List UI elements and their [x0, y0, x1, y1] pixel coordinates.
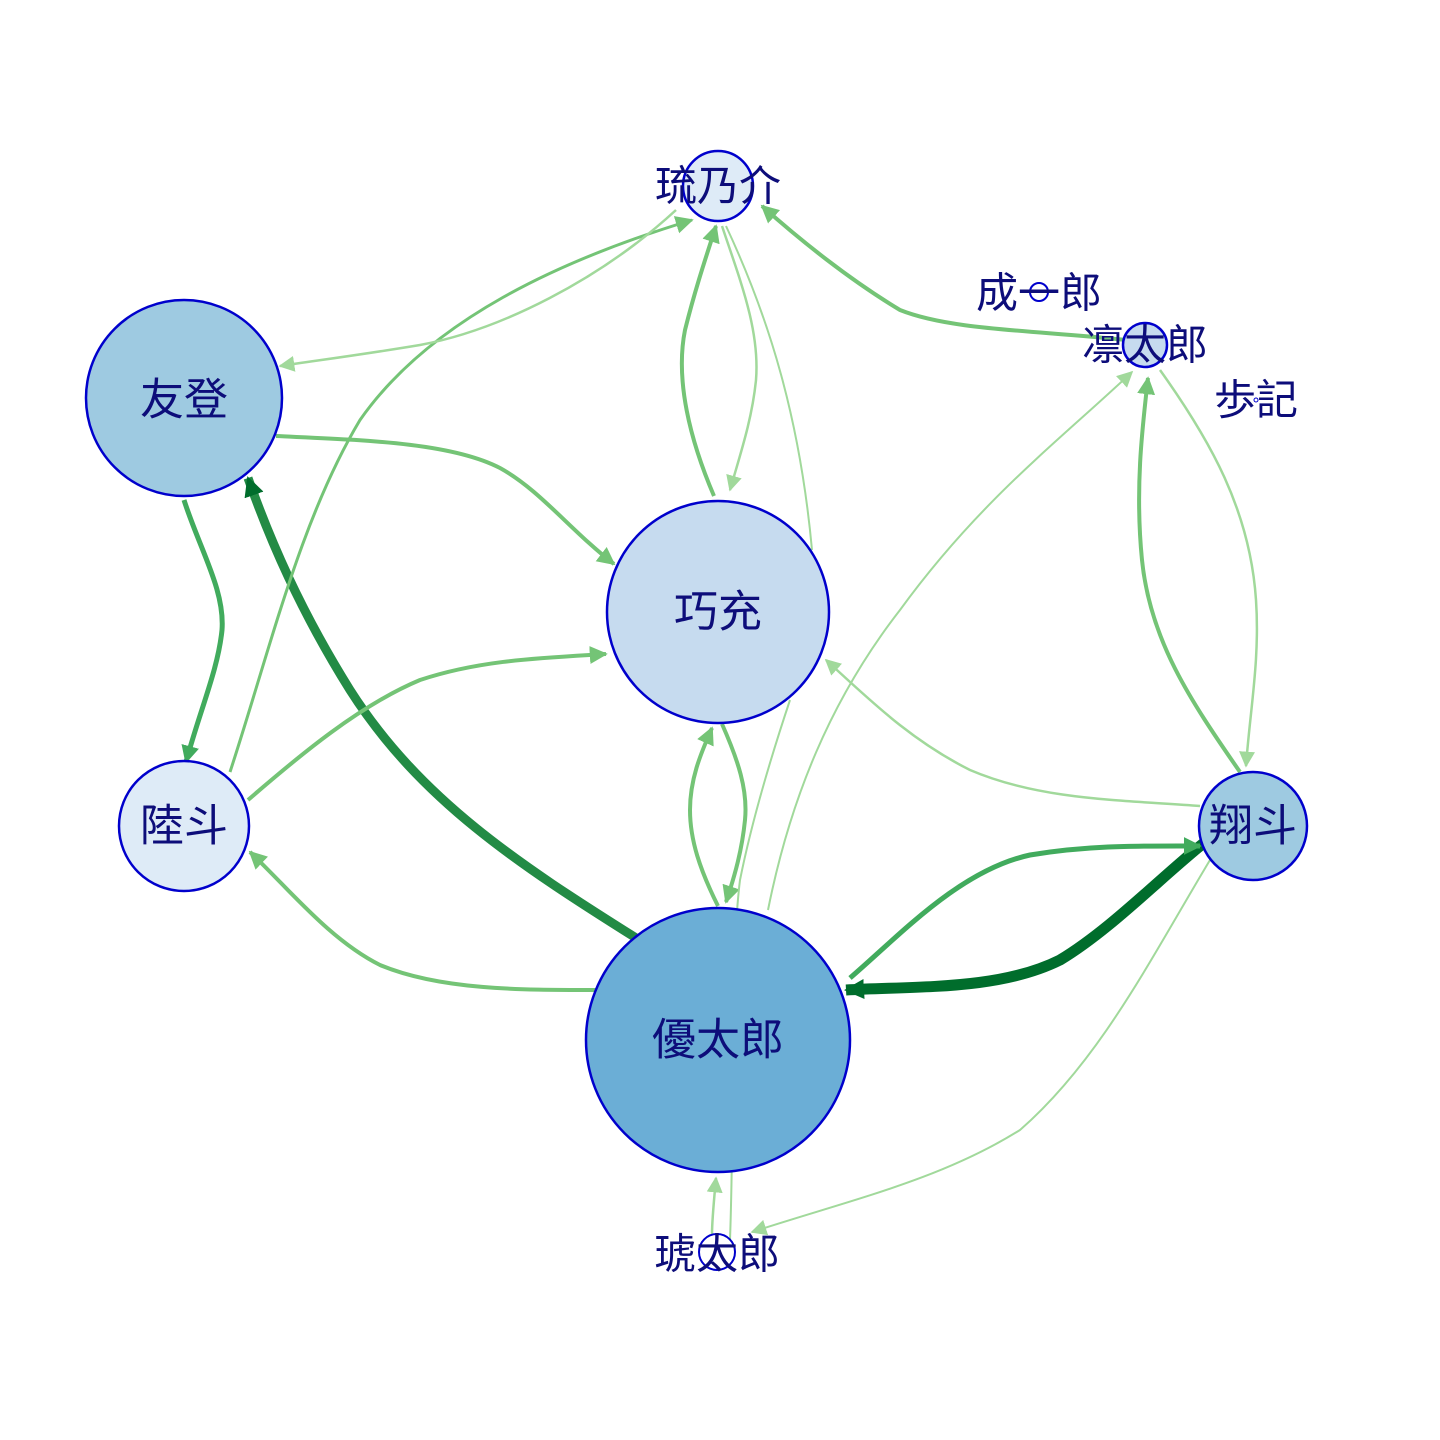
edge-takumi-to-yutaro: [720, 723, 748, 904]
node-rikuto[interactable]: 陸斗: [117, 759, 251, 893]
edge-shoto-to-kotaro: [750, 859, 1211, 1236]
node-shoto[interactable]: 翔斗: [1197, 770, 1309, 882]
node-takumi-circle: [605, 499, 831, 725]
node-tomo[interactable]: 友登: [84, 298, 284, 498]
edge-yutaro-to-shoto: [848, 836, 1202, 980]
edge-yutaro-to-rintaro: [767, 370, 1134, 911]
node-ayuki-circle: [1253, 397, 1259, 403]
node-rintaro-circle: [1121, 321, 1169, 369]
nodes-layer: 優太郎 巧充 友登 陸斗 翔斗 琉乃介 凛太郎 成一郎: [84, 149, 1309, 1279]
node-kotaro-label: 琥太郎: [654, 1230, 780, 1279]
edge-shoto-to-yutaro: [844, 837, 1209, 1000]
node-kotaro-circle: [698, 1233, 736, 1271]
node-takumi[interactable]: 巧充: [605, 499, 831, 725]
node-rintaro-label: 凛太郎: [1082, 321, 1208, 370]
edge-rikuto-to-takumi: [246, 645, 608, 802]
node-shoto-label: 翔斗: [1209, 801, 1297, 852]
node-seiichiro[interactable]: 成一郎: [976, 269, 1102, 318]
edge-runosuke-to-takumi-outer: [725, 225, 813, 551]
node-takumi-label: 巧充: [674, 587, 762, 638]
edge-tomo-to-takumi: [275, 434, 616, 566]
edge-runosuke-to-tomo: [278, 209, 677, 372]
node-seiichiro-circle: [1029, 282, 1049, 302]
node-yutaro[interactable]: 優太郎: [584, 906, 852, 1174]
edge-shoto-to-rintaro: [1137, 376, 1242, 774]
edge-rintaro-to-shoto: [1158, 369, 1259, 768]
node-ayuki-label: 歩記: [1214, 376, 1298, 425]
edge-yutaro-to-takumi: [687, 726, 720, 907]
edge-kotaro-to-yutaro: [706, 1176, 723, 1235]
edge-shoto-to-takumi: [824, 658, 1201, 808]
node-runosuke-circle: [681, 149, 755, 223]
node-seiichiro-label: 成一郎: [976, 269, 1102, 318]
node-shoto-circle: [1197, 770, 1309, 882]
node-runosuke-label: 琉乃介: [655, 162, 781, 211]
edge-tomo-to-rikuto: [181, 499, 225, 764]
edge-rikuto-to-runosuke: [228, 216, 694, 773]
node-tomo-label: 友登: [140, 375, 228, 426]
node-yutaro-circle: [584, 906, 852, 1174]
node-tomo-circle: [84, 298, 284, 498]
node-rintaro[interactable]: 凛太郎: [1082, 321, 1208, 370]
node-rikuto-label: 陸斗: [140, 801, 228, 852]
node-ayuki[interactable]: 歩記: [1214, 376, 1298, 425]
node-runosuke[interactable]: 琉乃介: [655, 149, 781, 223]
node-kotaro[interactable]: 琥太郎: [654, 1230, 780, 1279]
edge-rintaro-to-runosuke: [760, 204, 1127, 342]
edge-takumi-to-runosuke: [679, 224, 720, 497]
edge-runosuke-to-takumi: [720, 225, 758, 492]
node-yutaro-label: 優太郎: [652, 1015, 784, 1066]
edge-yutaro-to-rikuto: [248, 850, 597, 992]
edge-yutaro-to-tomo: [243, 476, 639, 942]
node-rikuto-circle: [117, 759, 251, 893]
